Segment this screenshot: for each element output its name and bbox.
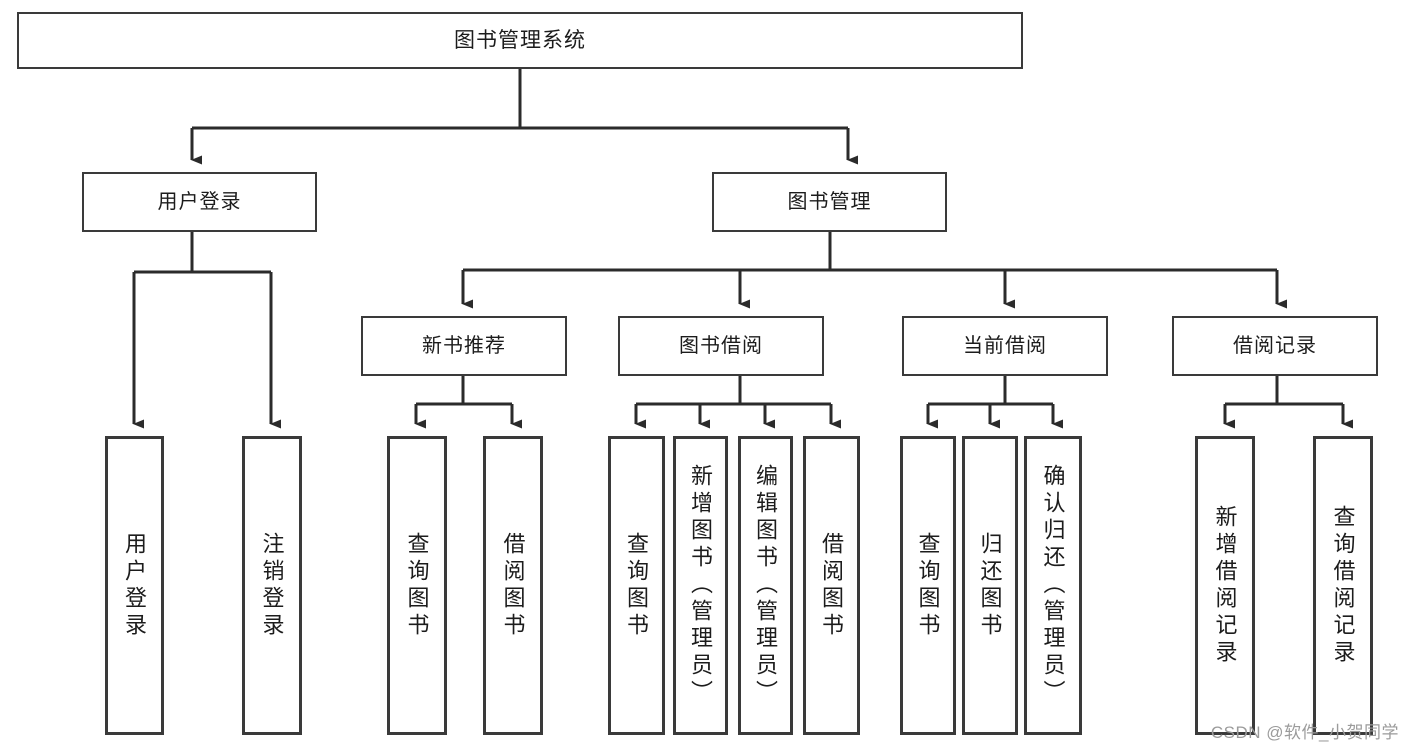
node-leaf-query-book-cur-label: 查询图书 bbox=[915, 531, 941, 640]
node-leaf-user-logout[interactable]: 注销登录 bbox=[242, 436, 302, 735]
node-leaf-return-book[interactable]: 归还图书 bbox=[962, 436, 1018, 735]
node-book-borrow-label: 图书借阅 bbox=[679, 335, 763, 357]
node-leaf-borrow-book-brw-label: 借阅图书 bbox=[819, 531, 845, 640]
watermark: CSDN @软件_小贺同学 bbox=[1210, 723, 1399, 742]
node-borrow-record-label: 借阅记录 bbox=[1233, 335, 1317, 357]
node-leaf-borrow-book-brw[interactable]: 借阅图书 bbox=[803, 436, 860, 735]
node-current-borrow[interactable]: 当前借阅 bbox=[902, 316, 1108, 376]
node-leaf-edit-book-admin[interactable]: 编辑图书（管理员） bbox=[738, 436, 793, 735]
node-borrow-record[interactable]: 借阅记录 bbox=[1172, 316, 1378, 376]
node-book-manage[interactable]: 图书管理 bbox=[712, 172, 947, 232]
node-leaf-add-borrow-record-label: 新增借阅记录 bbox=[1212, 504, 1238, 667]
node-leaf-user-login[interactable]: 用户登录 bbox=[105, 436, 164, 735]
node-leaf-user-login-label: 用户登录 bbox=[122, 531, 148, 640]
node-leaf-confirm-return-admin[interactable]: 确认归还（管理员） bbox=[1024, 436, 1082, 735]
node-leaf-edit-book-admin-label: 编辑图书（管理员） bbox=[753, 464, 779, 707]
node-root-label: 图书管理系统 bbox=[454, 28, 586, 52]
node-leaf-add-borrow-record[interactable]: 新增借阅记录 bbox=[1195, 436, 1255, 735]
node-leaf-query-book-brw-label: 查询图书 bbox=[624, 531, 650, 640]
node-user-login[interactable]: 用户登录 bbox=[82, 172, 317, 232]
node-leaf-query-borrow-record[interactable]: 查询借阅记录 bbox=[1313, 436, 1373, 735]
node-book-manage-label: 图书管理 bbox=[787, 191, 872, 213]
node-leaf-borrow-book-rec-label: 借阅图书 bbox=[500, 531, 526, 640]
node-new-book-recommend[interactable]: 新书推荐 bbox=[361, 316, 567, 376]
node-leaf-query-book-rec[interactable]: 查询图书 bbox=[387, 436, 447, 735]
node-leaf-query-book-cur[interactable]: 查询图书 bbox=[900, 436, 956, 735]
node-leaf-query-borrow-record-label: 查询借阅记录 bbox=[1330, 504, 1356, 667]
node-leaf-add-book-admin[interactable]: 新增图书（管理员） bbox=[673, 436, 728, 735]
node-leaf-query-book-rec-label: 查询图书 bbox=[404, 531, 430, 640]
node-leaf-confirm-return-admin-label: 确认归还（管理员） bbox=[1040, 464, 1066, 707]
node-book-borrow[interactable]: 图书借阅 bbox=[618, 316, 824, 376]
node-root[interactable]: 图书管理系统 bbox=[17, 12, 1023, 69]
node-leaf-add-book-admin-label: 新增图书（管理员） bbox=[688, 464, 714, 707]
node-leaf-borrow-book-rec[interactable]: 借阅图书 bbox=[483, 436, 543, 735]
node-new-book-recommend-label: 新书推荐 bbox=[422, 335, 506, 357]
node-leaf-query-book-brw[interactable]: 查询图书 bbox=[608, 436, 665, 735]
node-current-borrow-label: 当前借阅 bbox=[963, 335, 1047, 357]
node-leaf-user-logout-label: 注销登录 bbox=[259, 531, 285, 640]
node-leaf-return-book-label: 归还图书 bbox=[977, 531, 1003, 640]
node-user-login-label: 用户登录 bbox=[157, 191, 242, 213]
